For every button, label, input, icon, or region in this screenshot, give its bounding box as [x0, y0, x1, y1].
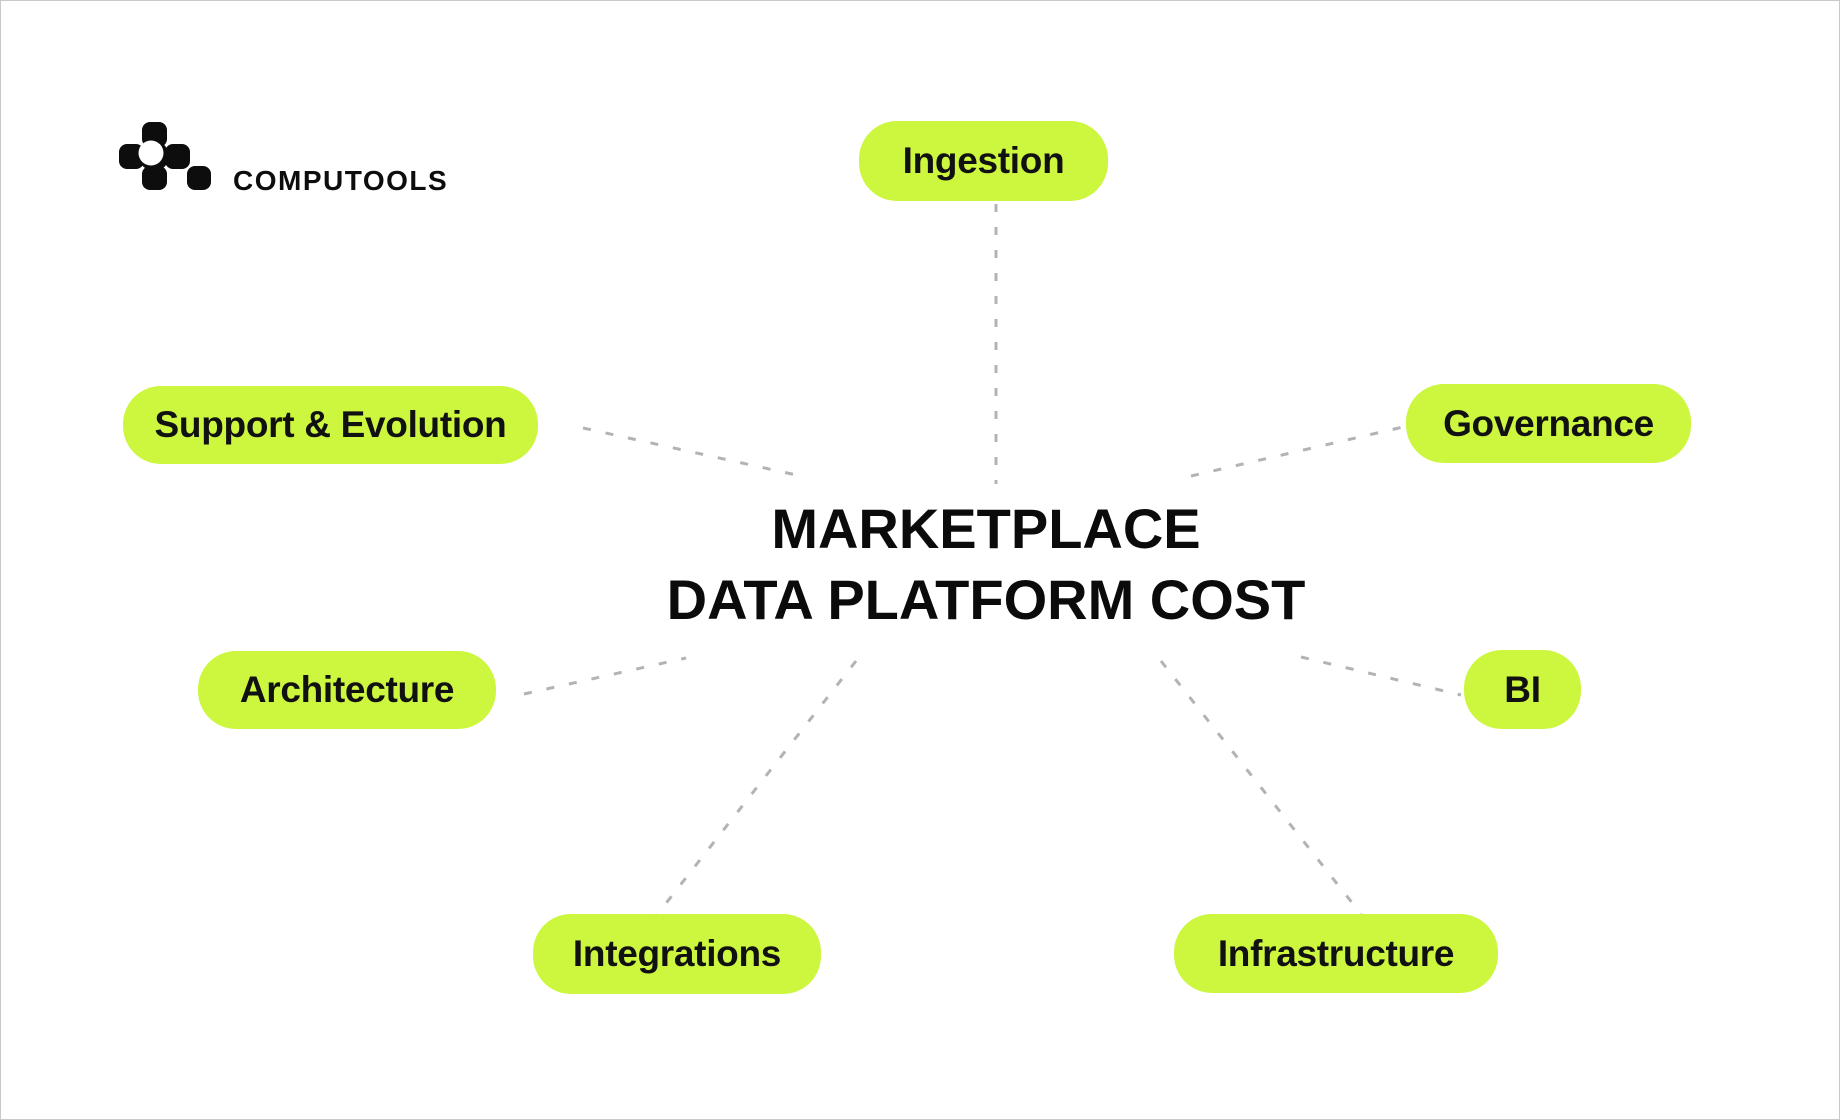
brand-logo: COMPUTOOLS — [119, 122, 519, 196]
node-support-evolution: Support & Evolution — [123, 386, 538, 464]
node-governance: Governance — [1406, 384, 1691, 463]
node-infrastructure: Infrastructure — [1174, 914, 1498, 993]
node-architecture: Architecture — [198, 651, 496, 729]
diagram-title: MARKETPLACE DATA PLATFORM COST — [667, 493, 1306, 635]
node-ingestion-label: Ingestion — [902, 140, 1065, 181]
node-bi-label: BI — [1504, 668, 1541, 710]
computools-pixel-cluster-icon — [119, 122, 211, 190]
connector-infrastructure — [1159, 660, 1363, 915]
node-support-evolution-label: Support & Evolution — [154, 404, 507, 445]
node-governance-label: Governance — [1443, 402, 1654, 444]
connector-governance — [1190, 425, 1404, 478]
brand-wordmark: COMPUTOOLS — [233, 165, 449, 196]
node-integrations-label: Integrations — [572, 933, 782, 974]
connector-integrations — [654, 660, 858, 917]
node-infrastructure-label: Infrastructure — [1217, 932, 1455, 974]
node-integrations: Integrations — [533, 914, 821, 994]
connector-bi — [1300, 655, 1462, 697]
connector-architecture — [523, 656, 687, 696]
diagram-title-line1: MARKETPLACE — [771, 497, 1201, 560]
node-bi: BI — [1464, 650, 1581, 729]
node-architecture-label: Architecture — [239, 669, 455, 710]
connector-support — [582, 426, 802, 478]
node-ingestion: Ingestion — [859, 121, 1108, 201]
diagram-title-line2: DATA PLATFORM COST — [666, 568, 1306, 631]
